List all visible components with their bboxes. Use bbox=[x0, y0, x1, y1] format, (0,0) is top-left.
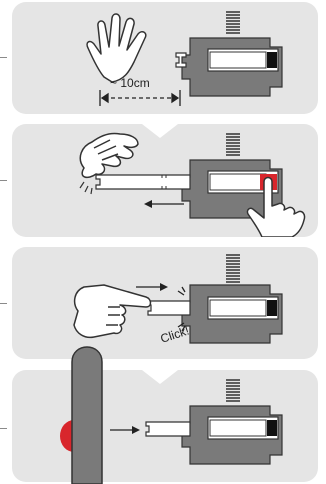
panel-notch bbox=[142, 370, 178, 384]
arrow-icon bbox=[144, 200, 184, 208]
step-1-panel: ~ 10cm bbox=[12, 2, 318, 114]
step-3-panel: Click! bbox=[12, 247, 318, 359]
hand-grab-icon bbox=[79, 132, 139, 179]
side-tick-4 bbox=[0, 428, 7, 429]
distance-indicator bbox=[99, 90, 181, 106]
hand-open-icon bbox=[86, 13, 147, 83]
step-2-panel bbox=[12, 124, 318, 237]
click-label: Click! bbox=[159, 323, 191, 345]
step-4-illustration bbox=[110, 370, 283, 465]
latch-device bbox=[95, 159, 283, 219]
spring-icon bbox=[226, 379, 240, 402]
arrow-icon bbox=[110, 426, 140, 434]
step-1-illustration: ~ 10cm bbox=[86, 11, 283, 106]
hand-point-icon bbox=[73, 284, 152, 339]
spring-icon bbox=[226, 133, 240, 156]
step-4-panel bbox=[12, 370, 318, 482]
side-tick-2 bbox=[0, 180, 7, 181]
step-3-illustration: Click! bbox=[73, 254, 283, 346]
click-burst bbox=[177, 286, 186, 332]
hand-press-icon bbox=[246, 176, 306, 237]
step-2-illustration bbox=[79, 124, 306, 237]
latch-device bbox=[175, 37, 283, 97]
spring-icon bbox=[226, 11, 240, 34]
panel-notch bbox=[142, 124, 178, 138]
latch-device bbox=[147, 284, 283, 344]
distance-label: ~ 10cm bbox=[110, 76, 150, 90]
latch-device bbox=[145, 405, 283, 465]
door-wall-post bbox=[60, 346, 103, 484]
arrow-icon bbox=[136, 283, 168, 291]
spring-icon bbox=[226, 254, 240, 283]
side-tick-3 bbox=[0, 303, 7, 304]
side-tick-1 bbox=[0, 57, 7, 58]
motion-lines bbox=[79, 181, 93, 195]
